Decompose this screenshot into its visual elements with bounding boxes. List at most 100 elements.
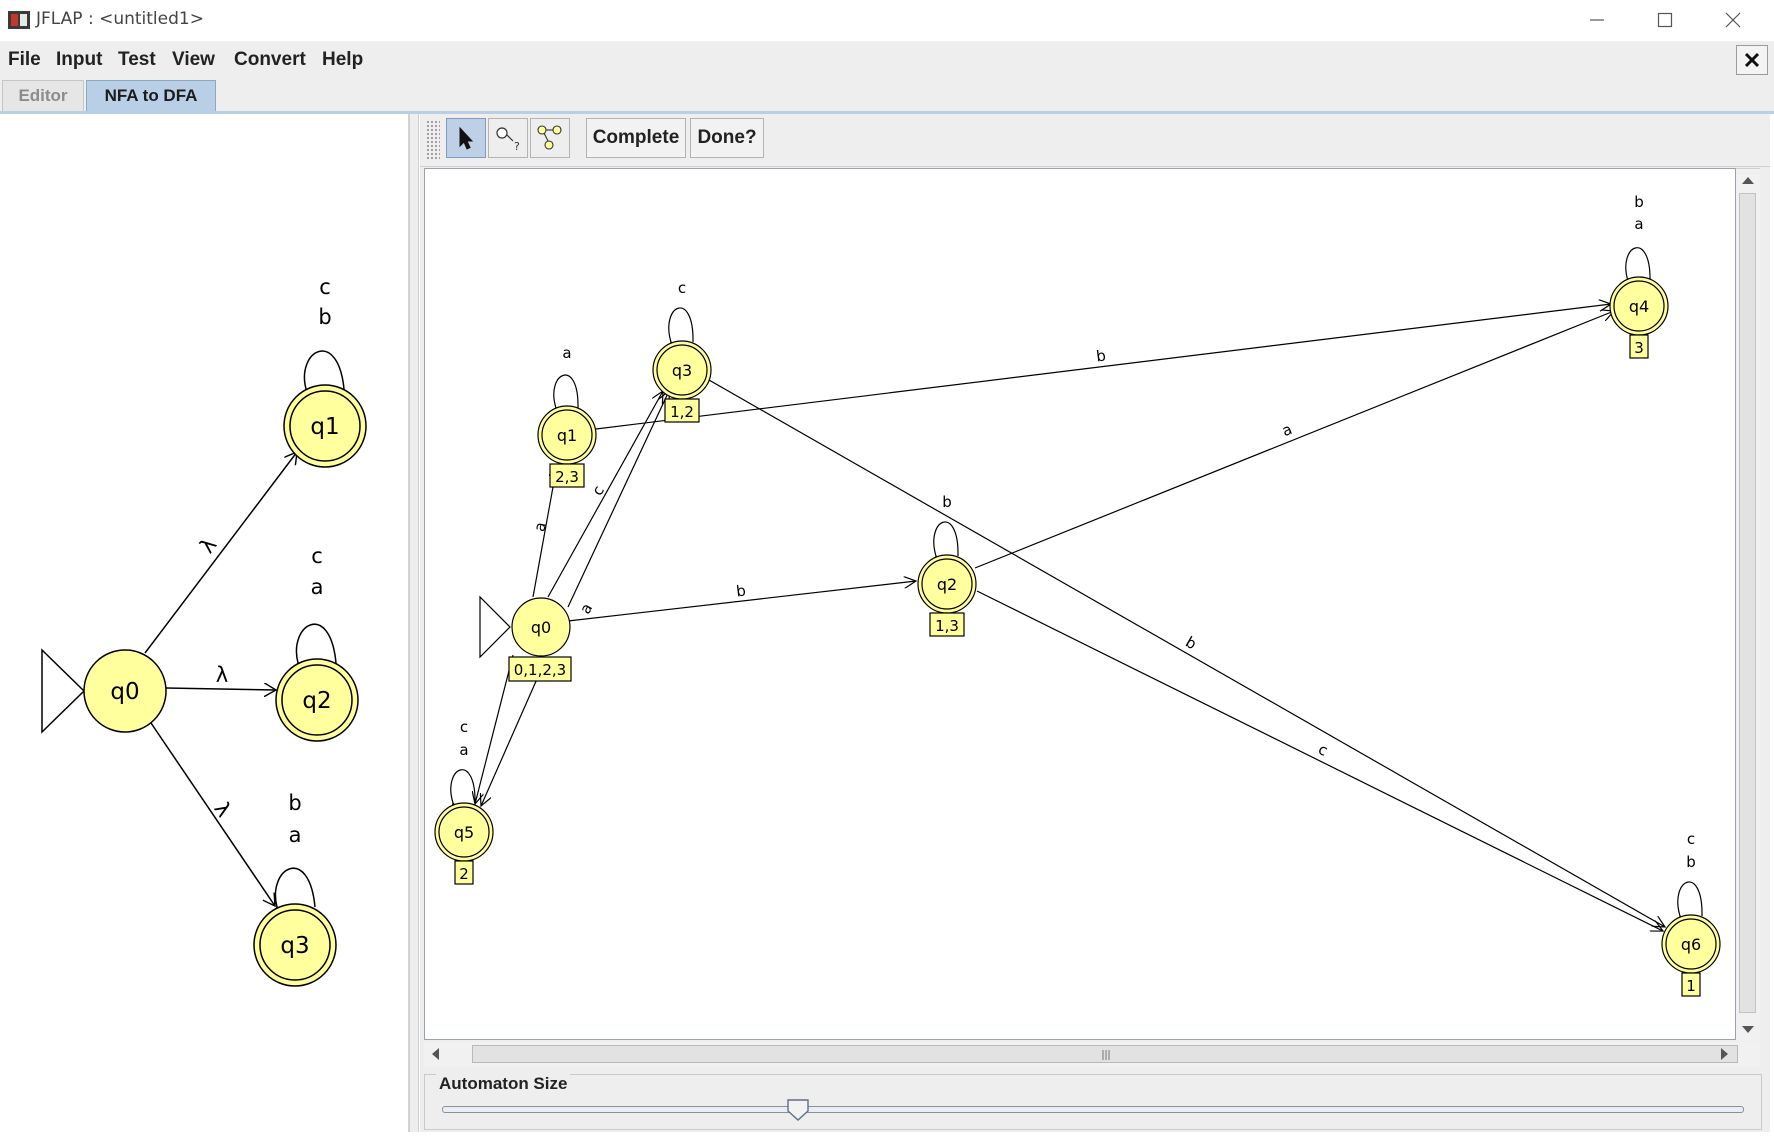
done-button[interactable]: Done? xyxy=(690,118,764,158)
nfa-label-q0-q1: λ xyxy=(195,533,222,557)
dfa-state-q4[interactable]: q4 3 xyxy=(1609,276,1669,359)
nfa-state-q0[interactable]: q0 xyxy=(83,649,167,733)
vertical-scroll-thumb[interactable] xyxy=(1739,193,1756,1013)
dfa-state-q6[interactable]: q6 1 xyxy=(1661,914,1721,997)
expand-state-tool[interactable]: ? xyxy=(488,118,528,158)
menu-file[interactable]: File xyxy=(8,49,41,70)
tree-expand-icon xyxy=(537,125,562,150)
nfa-loop-q3-bottom: a xyxy=(289,823,302,847)
dfa-loop-q5-bottom: a xyxy=(459,741,468,759)
toolbar-grip[interactable] xyxy=(426,120,440,160)
menu-bar: File Input Test View Convert Help xyxy=(0,41,1774,75)
window-title: JFLAP : <untitled1> xyxy=(36,9,204,29)
maximize-icon xyxy=(1657,12,1673,28)
close-tab-button[interactable] xyxy=(1736,45,1768,75)
jflap-app-icon xyxy=(8,11,30,29)
dfa-label-q0-q1: a xyxy=(530,520,550,533)
dfa-state-q3-set: 1,2 xyxy=(670,403,694,421)
slider-thumb-icon[interactable] xyxy=(786,1098,810,1122)
dfa-state-q0-label: q0 xyxy=(531,618,551,637)
dfa-edge-q0-q3-a xyxy=(567,391,669,608)
dfa-edge-q0-q3-c xyxy=(547,391,663,598)
pane-splitter[interactable] xyxy=(409,114,419,1132)
dfa-state-q2[interactable]: q2 1,3 xyxy=(917,554,977,637)
complete-button[interactable]: Complete xyxy=(586,118,686,158)
dfa-state-q6-label: q6 xyxy=(1681,935,1701,954)
menu-help[interactable]: Help xyxy=(322,49,364,70)
svg-text:?: ? xyxy=(514,140,520,153)
close-icon xyxy=(1744,52,1760,68)
nfa-state-q3[interactable]: q3 xyxy=(253,903,337,987)
scroll-down-icon[interactable] xyxy=(1741,1025,1755,1035)
dfa-state-q2-set: 1,3 xyxy=(935,617,959,635)
maximize-button[interactable] xyxy=(1632,0,1698,40)
close-window-button[interactable] xyxy=(1700,0,1766,40)
cursor-arrow-icon xyxy=(459,126,474,150)
vertical-scrollbar[interactable] xyxy=(1736,168,1760,1041)
nfa-edge-q0-q2 xyxy=(165,688,276,690)
nfa-state-q0-label: q0 xyxy=(110,679,139,705)
dfa-loop-q4-bottom: a xyxy=(1634,215,1643,233)
title-bar: JFLAP : <untitled1> xyxy=(0,0,1774,40)
dfa-loop-q5 xyxy=(451,769,476,803)
nfa-edge-q0-q3 xyxy=(150,722,275,906)
automaton-size-slider[interactable] xyxy=(442,1106,1744,1113)
dfa-loop-q2-label: b xyxy=(942,493,952,511)
nfa-state-q2[interactable]: q2 xyxy=(275,658,359,742)
minimize-icon xyxy=(1590,19,1604,21)
dfa-start-marker xyxy=(479,595,511,659)
menu-input[interactable]: Input xyxy=(56,49,103,70)
dfa-edge-q3-q6-b xyxy=(708,379,1665,927)
dfa-loop-q6-top: c xyxy=(1687,830,1695,848)
dfa-loop-q5-top: c xyxy=(460,718,468,736)
nfa-state-q3-label: q3 xyxy=(280,933,309,959)
menu-convert[interactable]: Convert xyxy=(234,49,306,70)
dfa-loop-q4-top: b xyxy=(1634,193,1644,211)
tab-editor[interactable]: Editor xyxy=(2,80,84,111)
scroll-up-icon[interactable] xyxy=(1741,175,1755,185)
attribute-editor-tool[interactable] xyxy=(446,118,486,158)
scroll-right-icon[interactable] xyxy=(1720,1047,1730,1061)
nfa-start-marker xyxy=(41,648,86,734)
dfa-state-q5[interactable]: q5 2 xyxy=(434,802,494,885)
dfa-state-q1[interactable]: q1 2,3 xyxy=(537,405,597,488)
nfa-loop-q2-top: c xyxy=(311,544,323,568)
dfa-label-q0-q2: b xyxy=(735,581,747,600)
dfa-edge-q0-q2-b xyxy=(567,581,916,622)
dfa-label-q3-q6: b xyxy=(1182,633,1199,653)
close-icon xyxy=(1725,12,1741,28)
dfa-label-q2-q6: c xyxy=(1315,740,1330,760)
nfa-loop-q2 xyxy=(296,623,337,663)
minimize-button[interactable] xyxy=(1564,0,1630,40)
dfa-state-q3[interactable]: q3 1,2 xyxy=(652,340,712,423)
horizontal-scrollbar[interactable] xyxy=(424,1042,1760,1066)
nfa-loop-q1-top: c xyxy=(319,275,331,299)
scroll-left-icon[interactable] xyxy=(430,1047,440,1061)
state-expander-tool[interactable] xyxy=(530,118,570,158)
dfa-canvas[interactable]: a c a b b a b c a c b b a c a c b q0 0,1… xyxy=(424,168,1736,1040)
dfa-state-q5-set: 2 xyxy=(459,865,469,883)
dfa-state-q1-set: 2,3 xyxy=(555,468,579,486)
scroll-grip-icon xyxy=(1102,1050,1110,1060)
horizontal-scroll-thumb[interactable] xyxy=(472,1045,1738,1063)
nfa-loop-q2-bottom: a xyxy=(311,575,324,599)
tab-nfa-to-dfa[interactable]: NFA to DFA xyxy=(86,80,216,111)
nfa-loop-q3 xyxy=(275,867,316,907)
dfa-loop-q1 xyxy=(554,374,579,408)
dfa-state-q0[interactable]: q0 0,1,2,3 xyxy=(508,597,572,682)
nfa-label-q0-q2: λ xyxy=(216,663,228,687)
dfa-label-q0-q3-c: c xyxy=(588,482,608,498)
menu-test[interactable]: Test xyxy=(118,49,156,70)
automaton-size-panel xyxy=(424,1074,1762,1130)
dfa-loop-q3 xyxy=(669,307,694,342)
dfa-loop-q4 xyxy=(1626,247,1651,281)
nfa-edge-q0-q1 xyxy=(144,452,297,654)
menu-view[interactable]: View xyxy=(172,49,215,70)
nfa-state-q1[interactable]: q1 xyxy=(283,384,367,468)
tab-strip: Editor NFA to DFA xyxy=(0,75,1774,113)
nfa-pane: λ λ λ c b c a b a q0 q1 q2 q3 xyxy=(0,114,409,1132)
dfa-state-q1-label: q1 xyxy=(557,426,577,445)
expand-state-icon: ? xyxy=(496,127,520,153)
nfa-label-q0-q3: λ xyxy=(209,798,236,822)
dfa-label-q2-q4: a xyxy=(1279,420,1294,440)
